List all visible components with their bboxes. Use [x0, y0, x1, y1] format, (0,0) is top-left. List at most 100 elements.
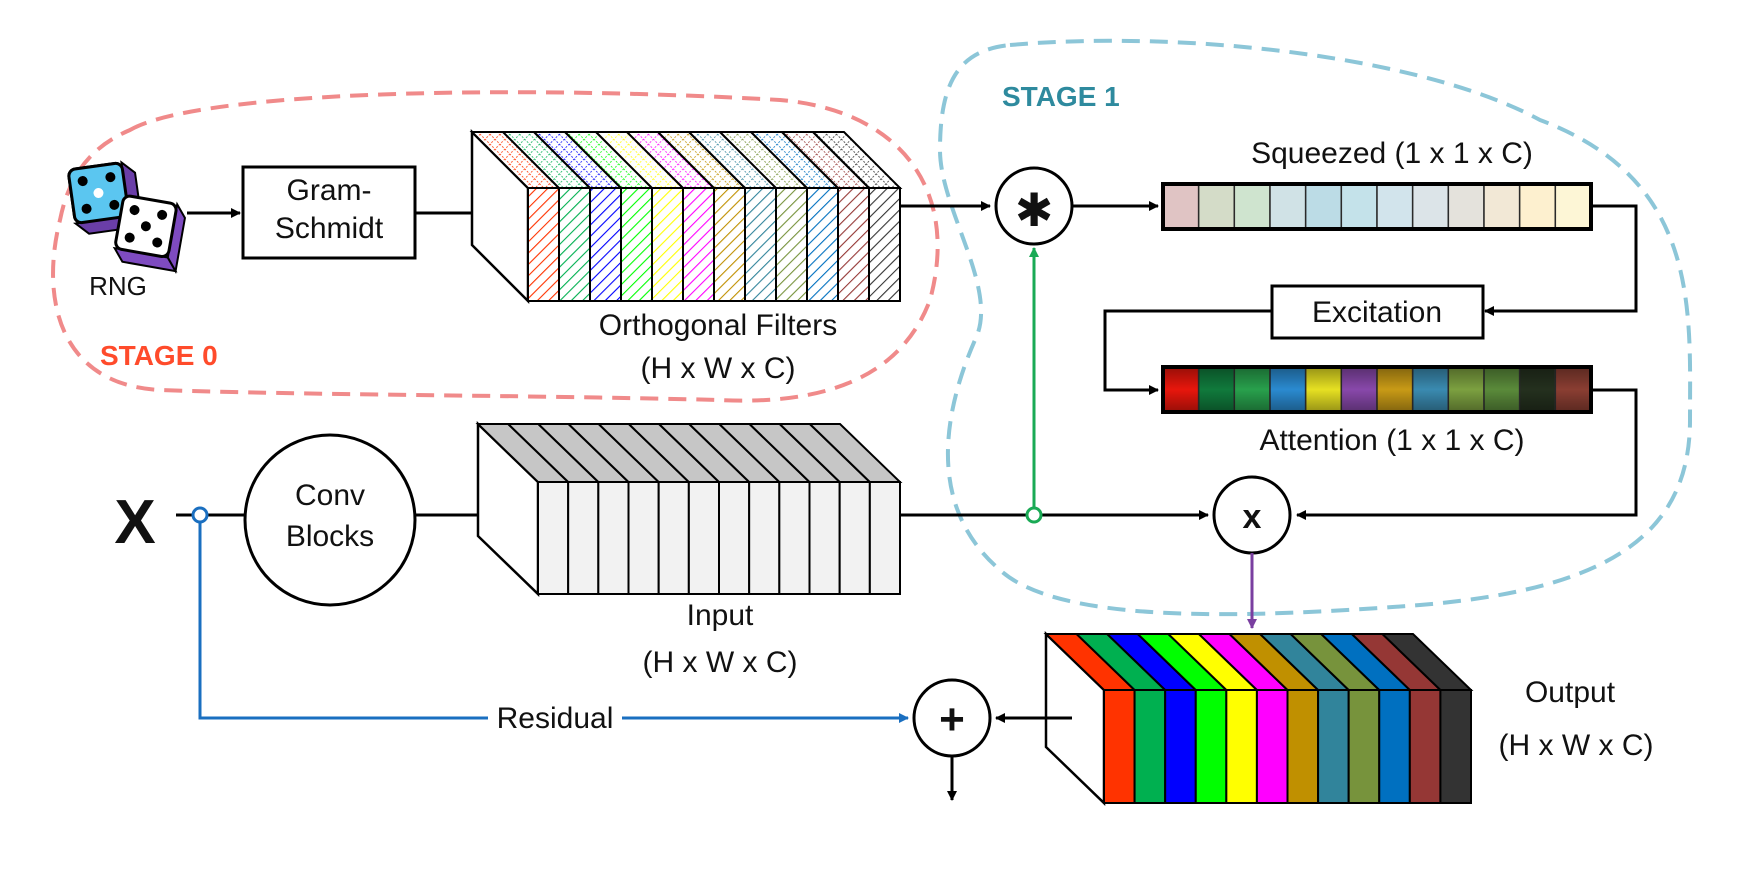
- dice-icon: [67, 160, 186, 275]
- slice-front-face: [651, 187, 684, 302]
- slice-front-face: [1378, 689, 1411, 804]
- gram-schmidt-label-line1: Gram-: [287, 174, 372, 207]
- residual-label-bg: [488, 700, 622, 736]
- vector-cell: [1340, 183, 1378, 230]
- slice-front-face: [775, 187, 808, 302]
- attention-vector: [1161, 365, 1593, 414]
- slice-front-face: [597, 481, 630, 595]
- vector-cell: [1162, 183, 1200, 230]
- vector-cell: [1233, 183, 1271, 230]
- vector-cell-shade: [1448, 367, 1484, 412]
- slice-front-face: [1103, 689, 1136, 804]
- slice-front-face: [713, 187, 746, 302]
- orthogonal-filters-label-line1: Orthogonal Filters: [599, 309, 837, 342]
- slice-front-face: [837, 187, 870, 302]
- slice-front-face: [1439, 689, 1472, 804]
- input-feature-block: [475, 421, 903, 597]
- slice-front-face: [838, 481, 871, 595]
- vector-outline: [1161, 182, 1593, 231]
- vector-cell-shade: [1270, 367, 1306, 412]
- stage1-boundary: [937, 38, 1693, 617]
- slice-front-face: [1133, 689, 1167, 804]
- slice-front-face: [868, 481, 901, 595]
- vector-cell-shade: [1163, 367, 1199, 412]
- slice-front-face: [558, 187, 591, 302]
- attention-label: Attention (1 x 1 x C): [1259, 424, 1524, 457]
- conv-blocks-circle: [243, 433, 417, 607]
- convolution-operator-symbol: ✱: [1015, 184, 1054, 236]
- squeezed-vector: [1161, 182, 1593, 231]
- filter-link-junction: [1025, 506, 1043, 524]
- output-label-line2: (H x W x C): [1499, 729, 1654, 762]
- slice-front-face: [718, 481, 751, 595]
- arrow-excitation-to-attention: [1103, 309, 1272, 395]
- vector-cell-shade: [1555, 367, 1591, 412]
- slice-front-face: [657, 481, 690, 595]
- slice-front-face: [589, 187, 622, 302]
- vector-cell: [1518, 183, 1557, 230]
- input-label-line2: (H x W x C): [643, 646, 798, 679]
- arrow-squeezed-to-excitation: [1484, 204, 1638, 316]
- vector-cell-shade: [1412, 367, 1449, 412]
- orthogonal-filters-block: [469, 128, 903, 305]
- vector-cell: [1483, 183, 1521, 230]
- vector-cell-shade: [1234, 367, 1270, 412]
- stage0-boundary: [51, 90, 940, 403]
- vector-cell: [1197, 183, 1236, 230]
- output-label-line1: Output: [1525, 676, 1616, 709]
- residual-path: [198, 522, 909, 723]
- rng-label: RNG: [89, 271, 147, 301]
- vector-cell: [1376, 183, 1414, 230]
- gram-schmidt-label-line2: Schmidt: [275, 212, 384, 245]
- slice-front-face: [1286, 689, 1320, 804]
- output-feature-block: [1043, 631, 1474, 806]
- orthogonal-filters-label-line2: (H x W x C): [641, 352, 796, 385]
- excitation-box: [1270, 284, 1485, 340]
- stage0-label: STAGE 0: [100, 340, 218, 371]
- vector-cell: [1447, 183, 1485, 230]
- vector-cell-shade: [1484, 367, 1520, 412]
- arrow-attention-to-multiply: [1296, 388, 1638, 520]
- slice-front-face: [778, 481, 811, 595]
- vector-cell-shade: [1519, 367, 1556, 412]
- conv-blocks-label-line1: Conv: [295, 479, 365, 512]
- vector-cell: [1554, 183, 1592, 230]
- slice-front-face: [808, 481, 841, 595]
- vector-cell-shade: [1305, 367, 1342, 412]
- slice-front-face: [527, 187, 560, 302]
- input-label-line1: Input: [687, 599, 754, 632]
- vector-cell: [1269, 183, 1307, 230]
- vector-cell: [1304, 183, 1343, 230]
- gram-schmidt-box: [241, 165, 417, 260]
- multiply-operator-symbol: x: [1243, 498, 1262, 536]
- slice-front-face: [806, 187, 839, 302]
- excitation-label: Excitation: [1312, 296, 1442, 329]
- residual-junction: [191, 506, 209, 524]
- add-operator-symbol: +: [939, 695, 965, 744]
- vector-cell-shade: [1341, 367, 1377, 412]
- slice-front-face: [744, 187, 777, 302]
- slice-front-face: [1164, 689, 1197, 804]
- slice-front-face: [1347, 689, 1381, 804]
- slice-front-face: [627, 481, 660, 595]
- slice-front-face: [537, 481, 570, 595]
- conv-blocks-label-line2: Blocks: [286, 520, 374, 553]
- vector-cell: [1411, 183, 1450, 230]
- slice-front-face: [620, 187, 653, 302]
- slice-front-face: [1194, 689, 1228, 804]
- vector-outline: [1161, 365, 1593, 414]
- slice-front-face: [1408, 689, 1442, 804]
- slice-front-face: [567, 481, 600, 595]
- slice-front-face: [1225, 689, 1258, 804]
- slice-front-face: [682, 187, 715, 302]
- slice-front-face: [687, 481, 720, 595]
- vector-cell-shade: [1377, 367, 1413, 412]
- squeezed-label: Squeezed (1 x 1 x C): [1251, 137, 1533, 170]
- slice-front-face: [1255, 689, 1289, 804]
- slice-front-face: [748, 481, 781, 595]
- stage1-label: STAGE 1: [1002, 81, 1120, 112]
- slice-front-face: [868, 187, 901, 302]
- vector-cell-shade: [1198, 367, 1235, 412]
- residual-label: Residual: [497, 702, 614, 735]
